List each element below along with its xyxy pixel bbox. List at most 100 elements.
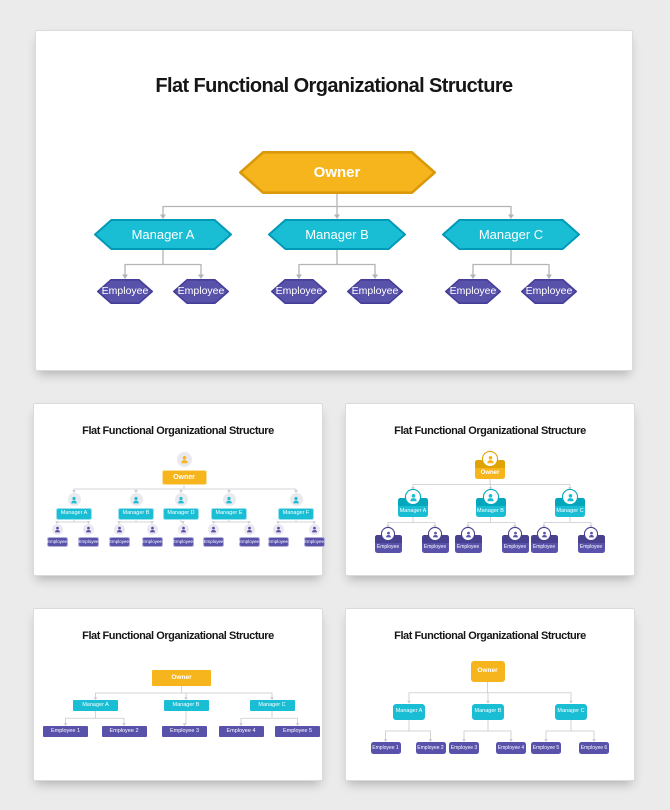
person-icon bbox=[541, 531, 547, 537]
person-badge bbox=[585, 528, 597, 540]
org-node-employee: Employee 1 bbox=[370, 742, 401, 754]
org-node-manager-label-box: Manager D bbox=[163, 508, 199, 520]
person-icon bbox=[178, 496, 184, 503]
org-node-manager-label: Manager B bbox=[172, 701, 200, 708]
org-node-owner-label: Owner bbox=[477, 667, 498, 675]
slide-thumbnail-main-hexagon[interactable]: Flat Functional Organizational Structure… bbox=[35, 30, 633, 371]
org-node-employee: Employee 4 bbox=[496, 742, 526, 754]
org-node-employee-label: Employee bbox=[108, 538, 129, 544]
person-icon bbox=[432, 531, 438, 537]
org-node-manager: Manager C bbox=[249, 700, 295, 711]
org-node-manager: Manager B bbox=[472, 703, 504, 720]
person-badge bbox=[483, 452, 497, 466]
person-badge bbox=[113, 524, 125, 535]
org-node-employee: Employee 1 bbox=[43, 726, 88, 737]
person-badge bbox=[538, 528, 550, 540]
hexagon-shape bbox=[268, 219, 406, 250]
org-node-employee: Employee bbox=[445, 279, 501, 304]
org-node-manager-label-box: Manager B bbox=[118, 508, 154, 520]
org-node-employee-label-box: Employee bbox=[238, 537, 260, 547]
org-node-manager-label: Manager C bbox=[478, 227, 544, 242]
person-badge bbox=[509, 528, 521, 540]
org-node-employee-label: Employee bbox=[532, 544, 556, 550]
org-node-employee-label: Employee bbox=[525, 285, 573, 298]
org-node-employee: Employee 3 bbox=[162, 726, 207, 737]
org-node-manager-label: Manager A bbox=[395, 708, 423, 714]
person-badge bbox=[462, 528, 474, 540]
person-icon bbox=[226, 496, 232, 503]
hexagon-shape bbox=[442, 219, 580, 250]
slide-title: Flat Functional Organizational Structure bbox=[82, 425, 274, 437]
org-node-employee-label-box: Employee bbox=[46, 537, 68, 547]
person-badge bbox=[429, 528, 441, 540]
org-node-owner-label: Owner bbox=[173, 474, 195, 481]
org-node-manager: Manager C bbox=[442, 219, 580, 250]
person-badge bbox=[222, 493, 236, 506]
org-node-manager-label-box: Manager E bbox=[211, 508, 247, 520]
org-node-employee-label-box: Employee bbox=[78, 537, 99, 547]
connector-lines bbox=[55, 484, 316, 524]
person-badge bbox=[243, 524, 255, 535]
org-node-employee: Employee bbox=[46, 524, 68, 547]
person-icon bbox=[275, 526, 281, 533]
org-node-employee-label: Employee 2 bbox=[417, 744, 444, 751]
org-node-manager-label: Manager A bbox=[60, 510, 88, 517]
slide-thumbnail-icon-list[interactable]: Flat Functional Organizational Structure… bbox=[33, 403, 325, 576]
slide-thumbnail-icon-cards[interactable]: Flat Functional Organizational Structure… bbox=[345, 403, 635, 576]
slide-title: Flat Functional Organizational Structure bbox=[155, 75, 513, 97]
org-node-manager: Manager F bbox=[278, 493, 314, 520]
org-node-manager: Manager E bbox=[211, 493, 247, 520]
org-node-manager-label: Manager B bbox=[477, 507, 504, 514]
person-icon bbox=[180, 526, 186, 533]
org-node-employee-label: Employee 3 bbox=[450, 744, 478, 751]
person-badge bbox=[51, 524, 63, 535]
org-node-employee-label: Employee bbox=[238, 538, 259, 544]
person-badge bbox=[177, 524, 189, 535]
org-node-manager-label: Manager C bbox=[557, 708, 585, 714]
org-node-employee: Employee bbox=[374, 528, 402, 553]
org-node-employee: Employee 2 bbox=[101, 726, 147, 737]
org-node-manager: Manager C bbox=[555, 490, 585, 517]
org-node-manager: Manager A bbox=[73, 700, 118, 711]
slide-title: Flat Functional Organizational Structure bbox=[394, 425, 586, 437]
connector-lines bbox=[63, 685, 300, 726]
org-node-manager-label: Manager A bbox=[399, 507, 427, 514]
org-node-manager-label: Manager C bbox=[258, 701, 286, 708]
person-icon bbox=[512, 531, 518, 537]
person-icon bbox=[487, 493, 494, 501]
org-node-employee: Employee bbox=[238, 524, 260, 547]
org-node-employee-label-box: Employee bbox=[108, 537, 130, 547]
org-node-employee: Employee bbox=[173, 279, 229, 304]
org-node-employee-label: Employee bbox=[172, 538, 193, 544]
org-node-manager-label: Manager E bbox=[215, 510, 243, 517]
hexagon-shape bbox=[445, 279, 501, 304]
org-node-owner-label: Owner bbox=[313, 164, 361, 181]
org-node-manager: Manager A bbox=[94, 219, 232, 250]
org-node-owner: Owner bbox=[152, 670, 211, 686]
connector-lines bbox=[383, 681, 596, 742]
org-node-employee: Employee bbox=[141, 524, 163, 547]
slide-thumbnail-rounded-rectangles[interactable]: Flat Functional Organizational Structure… bbox=[345, 608, 635, 781]
person-badge bbox=[83, 524, 94, 535]
person-icon bbox=[211, 526, 216, 533]
org-node-employee-label: Employee bbox=[46, 538, 67, 544]
org-node-employee-label: Employee bbox=[303, 538, 324, 544]
person-badge bbox=[176, 452, 192, 467]
hexagon-shape bbox=[173, 279, 229, 304]
org-node-employee-label: Employee bbox=[449, 285, 497, 298]
org-node-manager-label: Manager B bbox=[122, 510, 150, 517]
org-node-employee-label: Employee bbox=[456, 544, 480, 550]
person-badge bbox=[289, 493, 303, 506]
org-node-employee: Employee bbox=[267, 524, 289, 547]
person-badge bbox=[406, 490, 420, 504]
hexagon-shape bbox=[238, 151, 436, 194]
org-node-employee-label: Employee bbox=[275, 285, 323, 298]
org-node-employee: Employee bbox=[97, 279, 153, 304]
org-node-employee: Employee bbox=[203, 524, 224, 547]
person-icon bbox=[486, 455, 494, 463]
slide-title: Flat Functional Organizational Structure bbox=[82, 630, 274, 642]
org-node-employee: Employee 2 bbox=[415, 742, 446, 754]
slide-thumbnail-flat-rectangles[interactable]: Flat Functional Organizational Structure… bbox=[33, 608, 323, 781]
